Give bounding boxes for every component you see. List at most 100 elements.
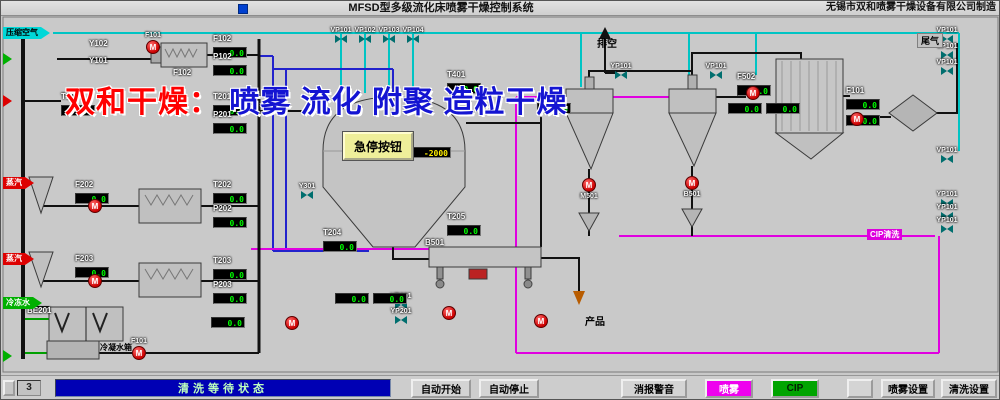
pump-motor[interactable]: M (88, 199, 102, 213)
display-value: 0.0 (447, 83, 481, 94)
valve-vp101[interactable]: VP101 (329, 27, 353, 43)
valve-label: VP101 (330, 27, 352, 34)
motor-letter: M (585, 180, 593, 190)
motor-letter: M (445, 308, 453, 318)
motor-letter: M (135, 348, 143, 358)
numeric-display: 0.0 (728, 99, 762, 117)
valve-yp201[interactable]: YP201 (389, 308, 413, 324)
footer-button-cip[interactable]: CIP (771, 379, 819, 398)
display-value: 0.0 (213, 293, 247, 304)
motor-letter: M (91, 276, 99, 286)
valve-y301[interactable]: Y301 (295, 183, 319, 199)
valve-label: VP102 (354, 27, 376, 34)
pump-motor[interactable]: M F101 (145, 32, 161, 54)
valve-label: VP101 (705, 63, 727, 70)
footer-button-spray[interactable]: 喷雾 (705, 379, 753, 398)
valve-label: YP101 (936, 217, 958, 224)
display-value: -2000 (413, 147, 451, 158)
footer-button-blank[interactable] (847, 379, 873, 398)
display-tag: F102 (213, 34, 232, 43)
footer-button-mute-alarm[interactable]: 消报警音 (621, 379, 687, 398)
pump-motor[interactable]: M (534, 314, 548, 328)
valve-label: VP103 (378, 27, 400, 34)
display-value: 0.0 (537, 103, 571, 114)
valve-yp101[interactable]: YP101 (935, 191, 959, 207)
display-value: 0.0 (846, 99, 880, 110)
diagram-label: Y102 (89, 39, 108, 48)
valve-yp101[interactable]: YP101 (935, 204, 959, 220)
pump-motor[interactable]: M (442, 306, 456, 320)
display-tag: F202 (75, 180, 94, 189)
footer-button-auto-start[interactable]: 自动开始 (411, 379, 471, 398)
page-button[interactable] (3, 380, 15, 396)
display-value: 0.0 (373, 293, 407, 304)
valve-vp101[interactable]: VP101 (935, 59, 959, 75)
display-value: 0.0 (447, 225, 481, 236)
valve-vp101[interactable]: VP101 (704, 63, 728, 79)
display-tag: T203 (213, 256, 232, 265)
valve-label: VP104 (402, 27, 424, 34)
motor-letter: M (749, 88, 757, 98)
valve-label: YP101 (936, 204, 958, 211)
motor-letter: M (149, 42, 157, 52)
display-value: 0.0 (61, 105, 95, 116)
display-value: 0.0 (213, 193, 247, 204)
arrow-icon (25, 253, 34, 265)
pump-motor[interactable]: M (285, 316, 299, 330)
valve-vp101[interactable]: VP101 (935, 27, 959, 43)
diagram-label: B501 (425, 238, 445, 247)
diagram-label: 尾气 (917, 33, 944, 48)
valve-vp102[interactable]: VP102 (353, 27, 377, 43)
arrow-icon (33, 297, 42, 309)
pump-motor[interactable]: M (88, 274, 102, 288)
pump-motor[interactable]: M (850, 112, 864, 126)
display-value: 0.0 (728, 103, 762, 114)
valve-icon (941, 199, 953, 207)
motor-letter: M (688, 178, 696, 188)
display-value: 0.0 (213, 105, 247, 116)
arrow-icon (3, 95, 12, 107)
display-tag: T401 (447, 70, 466, 79)
motor-letter: M (288, 318, 296, 328)
pump-label: M501 (580, 193, 598, 200)
pump-label: B501 (683, 191, 701, 198)
valve-icon (615, 71, 627, 79)
valve-icon (941, 225, 953, 233)
valve-vp103[interactable]: VP103 (377, 27, 401, 43)
pump-motor[interactable]: M B501 (684, 176, 700, 198)
display-value: 0.0 (766, 103, 800, 114)
pump-motor[interactable]: M M501 (580, 178, 598, 200)
motor-letter: M (537, 316, 545, 326)
valve-icon (359, 35, 371, 43)
numeric-display: T401 0.0 (447, 70, 481, 97)
display-tag: T204 (323, 228, 342, 237)
diagram-label: Y101 (89, 56, 108, 65)
footer-button-clean-settings[interactable]: 清洗设置 (941, 379, 997, 398)
source-arrow (3, 350, 12, 362)
source-label: 压缩空气 (3, 27, 41, 39)
display-value: 0.0 (213, 269, 247, 280)
valve-vp101[interactable]: VP101 (935, 147, 959, 163)
title-bar: MFSD型多级流化床喷雾干燥控制系统 无锡市双和喷雾干燥设备有限公司制造 (1, 1, 999, 16)
valve-yp101[interactable]: YP101 (935, 217, 959, 233)
footer-button-auto-stop[interactable]: 自动停止 (479, 379, 539, 398)
valve-yp101[interactable]: YP101 (609, 63, 633, 79)
display-tag: F203 (75, 254, 94, 263)
emergency-stop-button[interactable]: 急停按钮 (342, 131, 414, 161)
pump-label: F101 (145, 32, 161, 39)
valve-vp101[interactable]: VP101 (935, 43, 959, 59)
diagram-label: F102 (173, 68, 192, 77)
pump-motor[interactable]: M (746, 86, 760, 100)
source-arrow: 冷冻水 (3, 297, 42, 309)
arrow-icon (3, 53, 12, 65)
footer-button-spray-settings[interactable]: 喷雾设置 (881, 379, 935, 398)
valve-label: VP101 (936, 59, 958, 66)
valve-vp104[interactable]: VP104 (401, 27, 425, 43)
